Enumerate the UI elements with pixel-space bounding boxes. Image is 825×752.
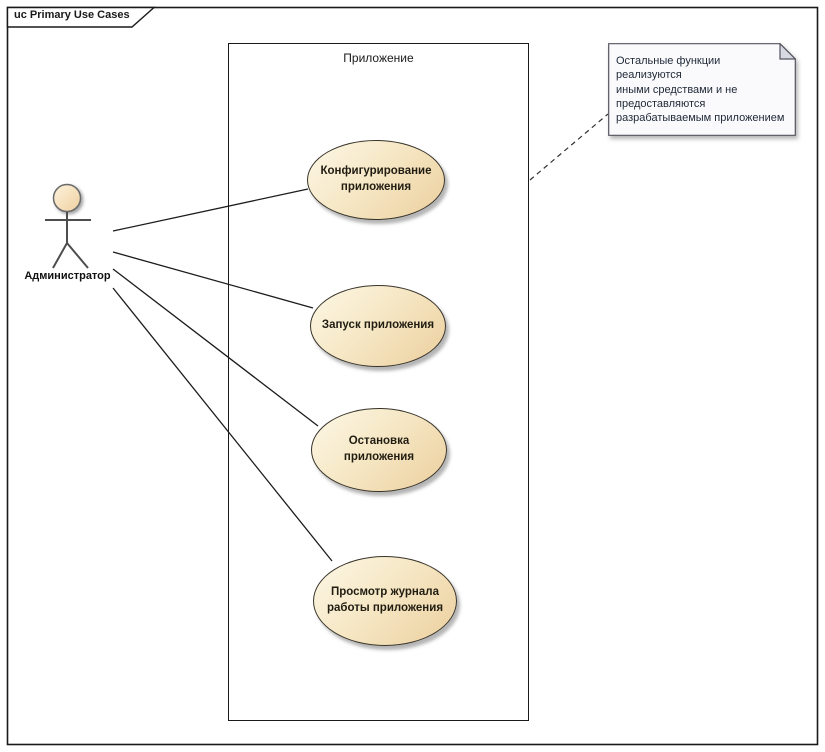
frame-title: uc Primary Use Cases [14, 9, 130, 21]
actor-label: Администратор [24, 270, 111, 282]
usecase-stop-application[interactable]: Остановка приложения [311, 408, 447, 492]
actor-leg-right [66, 242, 89, 269]
frame-title-tab [6, 6, 156, 28]
note-text: Остальные функции реализуются иными сред… [616, 55, 785, 125]
usecase-view-application-log[interactable]: Просмотр журнала работы приложения [313, 556, 457, 646]
usecase-start-application[interactable]: Запуск приложения [310, 285, 446, 367]
frame-border [6, 6, 819, 746]
usecase-label: Конфигурирование приложения [320, 165, 432, 193]
actor-leg-left [52, 242, 68, 269]
system-boundary-application[interactable]: Приложение [228, 43, 529, 721]
usecase-label: Просмотр журнала работы приложения [326, 586, 444, 614]
association-viewlog[interactable] [112, 287, 333, 562]
usecase-configure-application[interactable]: Конфигурирование приложения [307, 140, 445, 220]
note-fold-corner [779, 42, 797, 60]
note-attachment-line[interactable] [529, 113, 609, 181]
usecase-label: Остановка приложения [343, 435, 415, 463]
actor-figure[interactable] [45, 183, 91, 269]
note-outline [608, 42, 797, 136]
system-boundary-label: Приложение [343, 51, 414, 65]
association-start[interactable] [112, 251, 314, 309]
actor-head [52, 183, 82, 213]
association-configure[interactable] [112, 188, 309, 232]
association-stop[interactable] [112, 268, 319, 427]
note-shape[interactable]: Остальные функции реализуются иными сред… [608, 42, 797, 136]
usecase-label: Запуск приложения [321, 319, 435, 332]
